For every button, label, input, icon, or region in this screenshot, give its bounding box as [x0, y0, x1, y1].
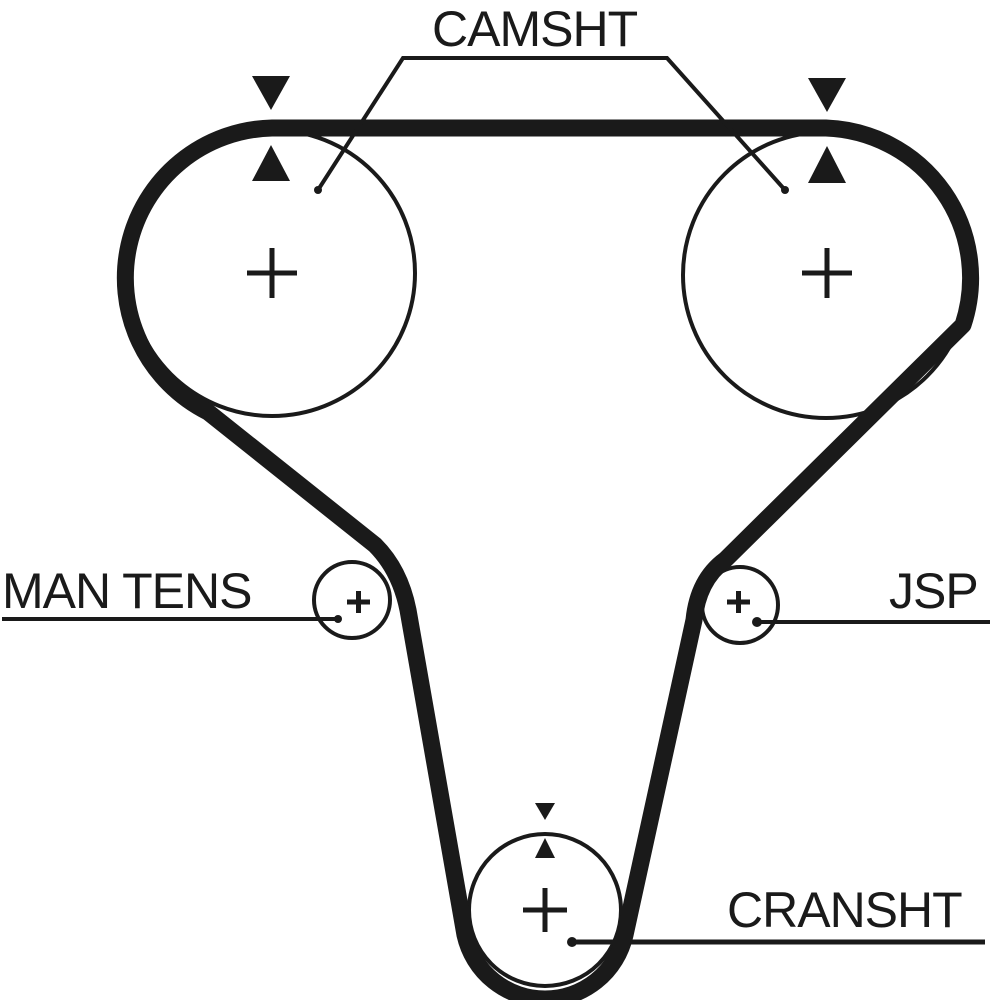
- jsp-label: JSP: [889, 563, 979, 619]
- crankshaft-timing-mark-upper: [535, 803, 555, 820]
- crankshaft-label: CRANSHT: [727, 882, 963, 938]
- camshaft-leader-line: [316, 56, 787, 192]
- camshaft-left-center-mark: [247, 248, 297, 298]
- timing-belt: [116, 119, 980, 1000]
- camshaft-right-leader-dot: [781, 186, 789, 194]
- camshaft-left-timing-mark-lower: [252, 145, 290, 181]
- camshaft-label: CAMSHT: [432, 1, 638, 57]
- man-tens-center-mark: [347, 591, 370, 613]
- camshaft-left-leader-dot: [314, 186, 322, 194]
- crankshaft-timing-mark-lower: [535, 838, 555, 858]
- crankshaft-center-mark: [523, 888, 567, 932]
- man-tens-label: MAN TENS: [2, 563, 252, 619]
- jsp-leader-dot: [752, 617, 762, 627]
- camshaft-right-timing-mark-lower: [808, 146, 846, 183]
- crankshaft-leader-dot: [567, 937, 577, 947]
- camshaft-left-timing-mark-upper: [252, 76, 290, 110]
- camshaft-right-timing-mark-upper: [808, 78, 846, 112]
- jsp-center-mark: [727, 591, 750, 613]
- camshaft-right-center-mark: [802, 248, 852, 298]
- man-tens-leader-dot: [334, 615, 342, 623]
- man-tens-pulley: [312, 560, 392, 640]
